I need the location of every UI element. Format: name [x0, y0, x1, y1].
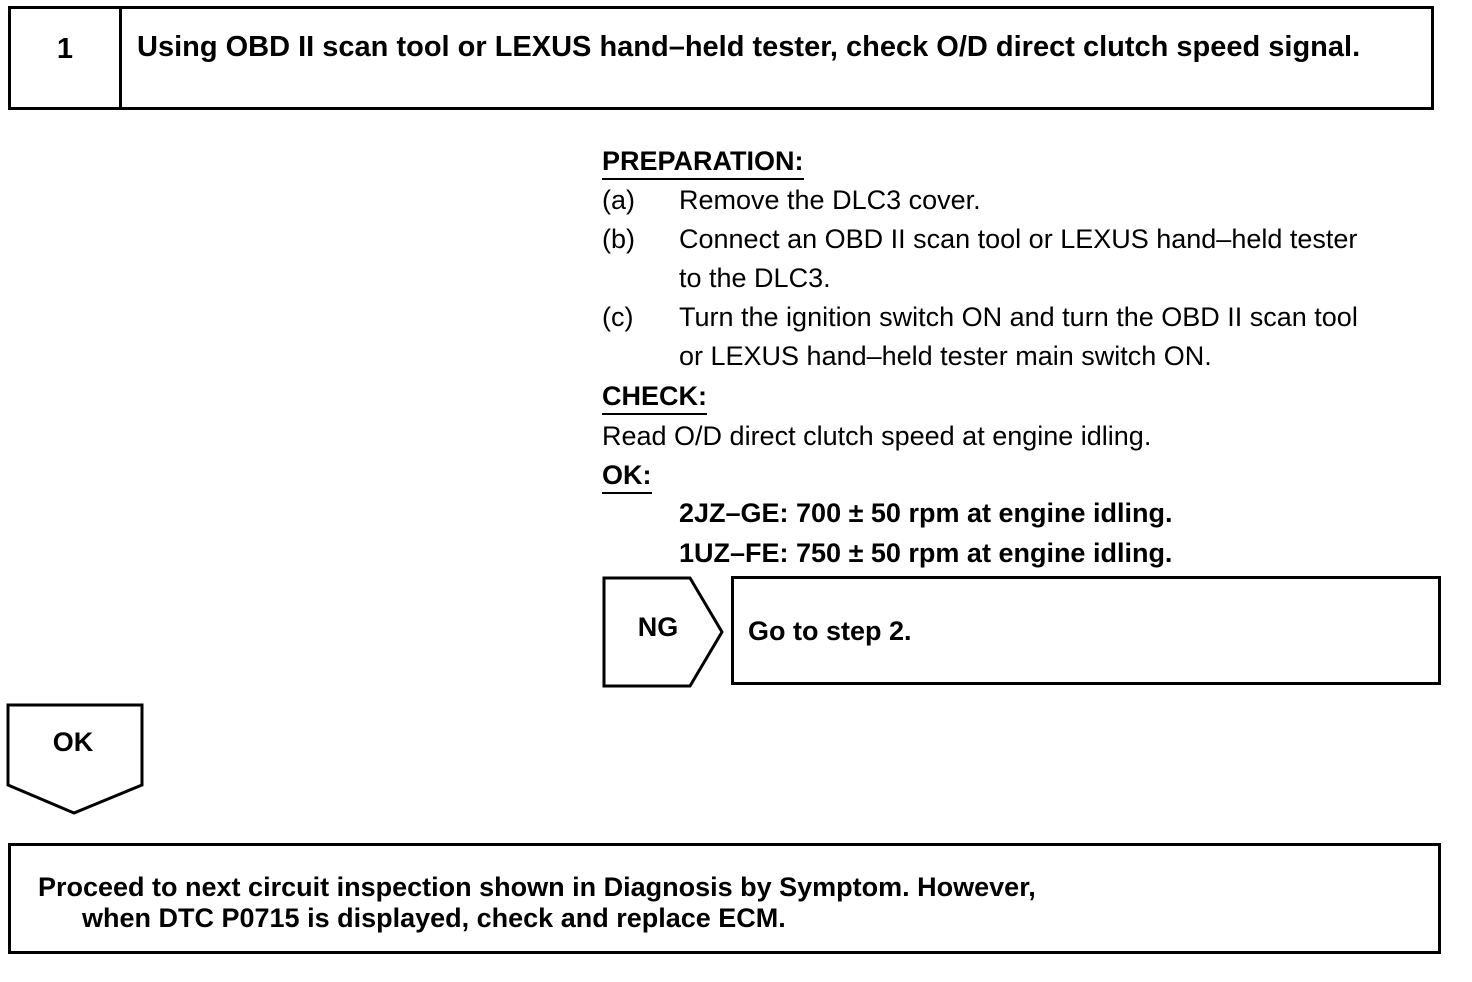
step-title: Using OBD II scan tool or LEXUS hand–hel…	[137, 31, 1361, 63]
prep-item-c-text-line2: or LEXUS hand–held tester main switch ON…	[679, 341, 1212, 371]
prep-item-c-text-line1: Turn the ignition switch ON and turn the…	[679, 302, 1358, 332]
step-number-cell: 1	[11, 9, 122, 107]
check-heading: CHECK:	[602, 381, 707, 415]
final-instruction-line2: when DTC P0715 is displayed, check and r…	[82, 903, 786, 933]
ok-label: OK	[52, 727, 94, 757]
ng-label: NG	[637, 612, 679, 642]
prep-item-b-letter: (b)	[602, 224, 635, 254]
final-instruction-line1: Proceed to next circuit inspection shown…	[38, 872, 1036, 902]
prep-item-a-text: Remove the DLC3 cover.	[679, 185, 981, 215]
prep-item-b-text-line1: Connect an OBD II scan tool or LEXUS han…	[679, 224, 1358, 254]
preparation-heading: PREPARATION:	[602, 146, 804, 180]
check-text: Read O/D direct clutch speed at engine i…	[602, 421, 1152, 451]
ok-spec-line-1uz: 1UZ–FE: 750 ± 50 rpm at engine idling.	[679, 538, 1173, 568]
ng-result-text: Go to step 2.	[748, 616, 912, 646]
ok-spec-heading: OK:	[602, 460, 652, 494]
ng-arrow-shape	[602, 576, 724, 688]
step-number: 1	[56, 33, 74, 65]
ng-result-box: Go to step 2.	[731, 576, 1441, 685]
ok-spec-line-2jz: 2JZ–GE: 700 ± 50 rpm at engine idling.	[679, 498, 1173, 528]
prep-item-b-text-line2: to the DLC3.	[679, 263, 831, 293]
ok-arrow-shape	[6, 703, 144, 815]
prep-item-c-letter: (c)	[602, 302, 634, 332]
step-header-box: 1 Using OBD II scan tool or LEXUS hand–h…	[8, 6, 1434, 110]
prep-item-a-letter: (a)	[602, 185, 635, 215]
final-instruction-box: Proceed to next circuit inspection shown…	[8, 843, 1441, 954]
